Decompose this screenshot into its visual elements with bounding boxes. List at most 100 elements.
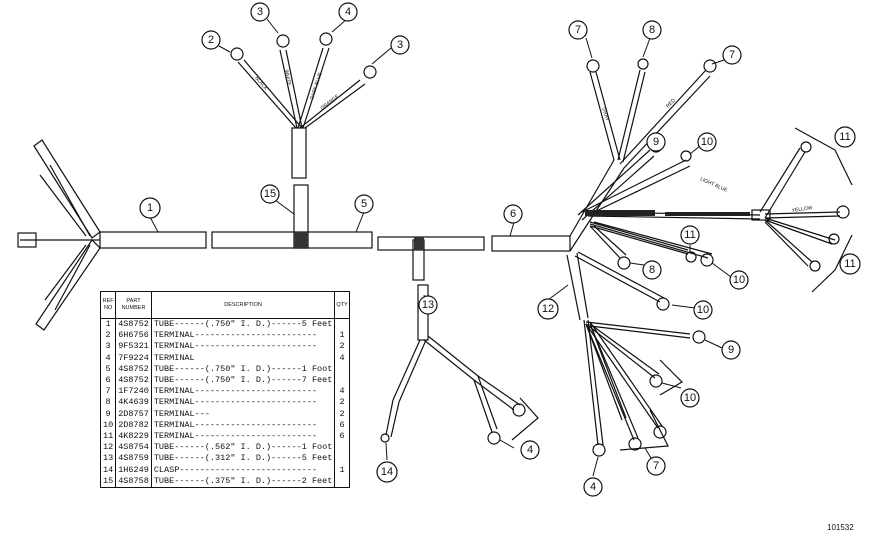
wire-label-black: BLACK — [253, 75, 269, 92]
part-cell: 4S8758 — [115, 475, 152, 489]
ref-cell: 7 — [99, 386, 117, 398]
wire-label-gray: GRAY — [600, 107, 610, 123]
desc-cell: TUBE------(.375" I. D.)------2 Feet — [151, 475, 336, 489]
qty-cell: 1 — [334, 330, 350, 342]
qty-cell — [334, 318, 350, 331]
callout-8b: 8 — [649, 264, 655, 276]
ref-cell: 14 — [99, 464, 117, 476]
ref-cell: 1 — [99, 318, 117, 331]
callout-11c: 11 — [844, 258, 855, 270]
ref-cell: 11 — [99, 431, 117, 443]
ref-cell: 6 — [99, 375, 117, 387]
callout-10a: 10 — [701, 136, 713, 148]
part-cell: 2D8757 — [115, 408, 152, 420]
desc-cell: TUBE------(.750" I. D.)------1 Foot — [151, 363, 336, 376]
desc-cell: TERMINAL--- — [151, 408, 336, 420]
wire-label-yellow: YELLOW — [791, 205, 813, 214]
desc-cell: TERMINAL------------------------ — [151, 330, 336, 342]
callout-3a: 3 — [257, 6, 263, 18]
qty-cell: 4 — [334, 352, 350, 364]
callout-15: 15 — [264, 188, 276, 200]
callout-7c: 7 — [653, 460, 659, 472]
part-cell: 4S8754 — [115, 442, 152, 454]
callout-7a: 7 — [575, 24, 581, 36]
desc-cell: TERMINAL------------------------ — [151, 397, 336, 409]
callout-4c: 4 — [527, 444, 533, 456]
callout-10c: 10 — [697, 304, 709, 316]
ref-cell: 10 — [99, 419, 117, 432]
qty-cell — [334, 442, 350, 454]
part-cell: 9F5321 — [115, 341, 152, 353]
part-cell: 1F7240 — [115, 386, 152, 398]
qty-cell: 1 — [334, 464, 350, 476]
part-cell: 1H6249 — [115, 464, 152, 476]
callout-3b: 3 — [397, 39, 403, 51]
part-cell: 4S8752 — [115, 318, 152, 331]
wire-label-white: WHITE — [283, 69, 292, 87]
desc-cell: TERMINAL — [151, 352, 336, 364]
callout-9b: 9 — [728, 344, 734, 356]
callout-7b: 7 — [729, 49, 735, 61]
header-part: PART NUMBER — [115, 291, 152, 319]
wire-label-light-blue: LIGHT BLUE — [699, 176, 729, 194]
qty-cell: 4 — [334, 386, 350, 398]
callout-13: 13 — [422, 299, 434, 311]
ref-cell: 9 — [99, 408, 117, 420]
qty-cell — [334, 475, 350, 489]
qty-cell: 6 — [334, 431, 350, 443]
callout-6: 6 — [510, 208, 516, 220]
tube-6 — [491, 235, 571, 252]
part-cell: 4K8229 — [115, 431, 152, 443]
ref-cell: 15 — [99, 475, 117, 489]
part-cell: 2D8782 — [115, 419, 152, 432]
tube-6-left — [377, 236, 485, 251]
qty-cell — [334, 453, 350, 465]
qty-cell: 2 — [334, 341, 350, 353]
callout-11a: 11 — [839, 131, 850, 143]
callout-10b: 10 — [733, 274, 745, 286]
qty-cell: 6 — [334, 419, 350, 432]
top-branch-tube — [291, 127, 307, 179]
header-desc: DESCRIPTION — [150, 291, 336, 319]
tube-5 — [211, 231, 373, 249]
ref-cell: 13 — [99, 453, 117, 465]
desc-cell: TERMINAL------------------------ — [151, 341, 336, 353]
callout-1: 1 — [147, 202, 153, 214]
part-cell: 6H6756 — [115, 330, 152, 342]
header-ref: REF NO — [99, 291, 117, 319]
callout-4b: 4 — [590, 481, 596, 493]
figure-number: 101532 — [827, 523, 854, 532]
ref-cell: 12 — [99, 442, 117, 454]
callout-8a: 8 — [649, 24, 655, 36]
ref-cell: 3 — [99, 341, 117, 353]
desc-cell: TUBE------(.562" I. D.)------1 Foot — [151, 442, 336, 454]
part-cell: 4S8759 — [115, 453, 152, 465]
part-cell: 4K4639 — [115, 397, 152, 409]
part-cell: 4S8752 — [115, 363, 152, 376]
qty-cell — [334, 375, 350, 387]
callout-14: 14 — [381, 466, 393, 478]
desc-cell: TUBE------(.750" I. D.)------7 Feet — [151, 375, 336, 387]
desc-cell: TERMINAL------------------------ — [151, 419, 336, 432]
callout-10d: 10 — [684, 392, 696, 404]
callout-4a: 4 — [345, 6, 351, 18]
part-cell: 7F9224 — [115, 352, 152, 364]
callout-9a: 9 — [653, 136, 659, 148]
callout-5: 5 — [361, 198, 367, 210]
desc-cell: CLASP--------------------------- — [151, 464, 336, 476]
wire-label-red: RED — [665, 97, 677, 109]
ref-cell: 2 — [99, 330, 117, 342]
